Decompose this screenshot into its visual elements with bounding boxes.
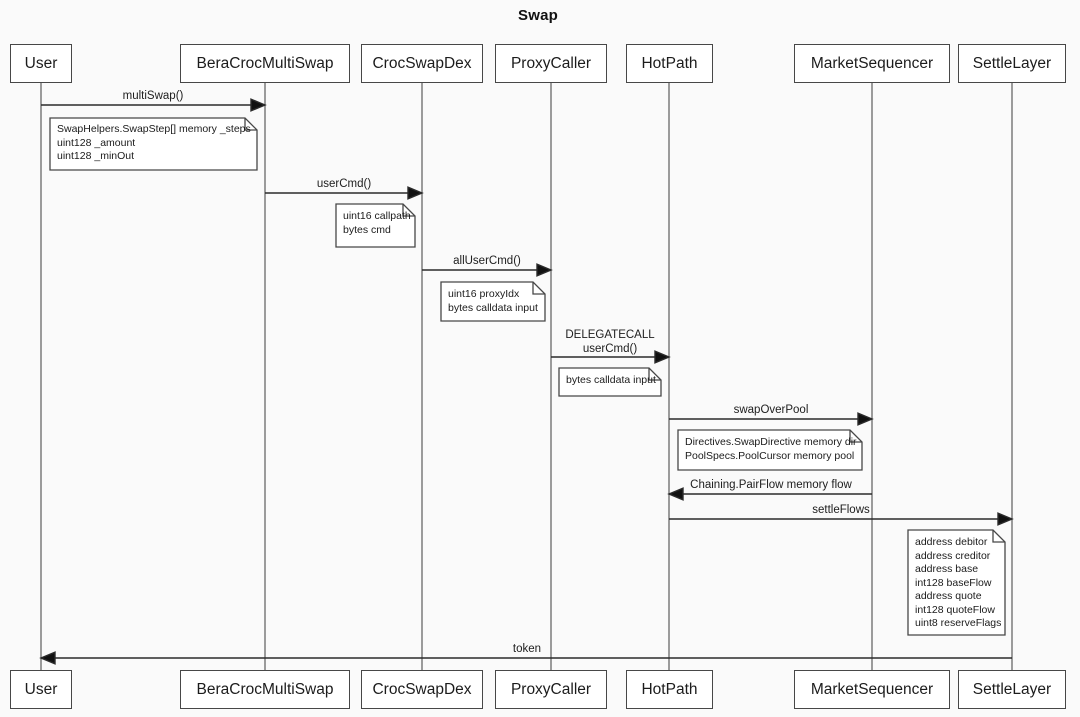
message-arrows xyxy=(39,98,1014,665)
participant-top-hotpath: HotPath xyxy=(626,44,713,83)
participant-label: ProxyCaller xyxy=(510,680,592,698)
arrowhead-delegatecall xyxy=(654,350,671,364)
participant-bottom-hotpath: HotPath xyxy=(626,670,713,709)
message-label-settleflows: settleFlows xyxy=(812,504,870,516)
participant-label: CrocSwapDex xyxy=(372,680,472,698)
participant-label: MarketSequencer xyxy=(810,680,934,698)
note-fold-delegatecall-params xyxy=(648,368,661,381)
participant-label: HotPath xyxy=(641,54,698,72)
note-shape-swapoverpool-params xyxy=(677,429,863,471)
participant-label: CrocSwapDex xyxy=(372,54,472,72)
participant-bottom-proxycaller: ProxyCaller xyxy=(495,670,607,709)
arrowhead-swapoverpool xyxy=(857,412,874,426)
note-swapoverpool-params: Directives.SwapDirective memory dir Pool… xyxy=(685,436,857,462)
participant-label: MarketSequencer xyxy=(810,54,934,72)
participant-label: SettleLayer xyxy=(972,680,1052,698)
message-label-token-return: token xyxy=(512,643,542,655)
participant-bottom-beracrocmultiswap: BeraCrocMultiSwap xyxy=(180,670,350,709)
note-allusercmd-params: uint16 proxyIdx bytes calldata input xyxy=(448,288,538,314)
participant-top-marketsequencer: MarketSequencer xyxy=(794,44,950,83)
participant-top-beracrocmultiswap: BeraCrocMultiSwap xyxy=(180,44,350,83)
note-shape-settleflows-params xyxy=(907,529,1006,636)
note-shape-usercmd-params xyxy=(335,203,416,248)
participant-bottom-marketsequencer: MarketSequencer xyxy=(794,670,950,709)
note-fold-settleflows-params xyxy=(992,530,1005,543)
message-label-allusercmd: allUserCmd() xyxy=(453,255,521,267)
participant-top-crocswapdex: CrocSwapDex xyxy=(361,44,483,83)
message-label-multiswap: multiSwap() xyxy=(122,90,184,102)
arrowhead-multiswap xyxy=(250,98,267,112)
participant-label: BeraCrocMultiSwap xyxy=(196,54,334,72)
message-label-pairflow-return: Chaining.PairFlow memory flow xyxy=(690,479,852,491)
note-multiswap-params: SwapHelpers.SwapStep[] memory _steps uin… xyxy=(57,123,251,162)
participant-top-settlelayer: SettleLayer xyxy=(958,44,1066,83)
note-fold-allusercmd-params xyxy=(532,282,545,295)
participant-label: User xyxy=(24,680,58,698)
arrowhead-token-return xyxy=(39,651,56,665)
note-delegatecall-params: bytes calldata input xyxy=(566,374,656,386)
arrowhead-usercmd xyxy=(407,186,424,200)
message-label-swapoverpool: swapOverPool xyxy=(733,404,809,416)
participant-bottom-settlelayer: SettleLayer xyxy=(958,670,1066,709)
participant-top-user: User xyxy=(10,44,72,83)
participant-label: ProxyCaller xyxy=(510,54,592,72)
arrowhead-settleflows xyxy=(997,512,1014,526)
participant-label: SettleLayer xyxy=(972,54,1052,72)
participant-label: User xyxy=(24,54,58,72)
arrowhead-pairflow-return xyxy=(667,487,684,501)
note-settleflows-params: address debitor address creditor address… xyxy=(915,536,1002,629)
participant-bottom-user: User xyxy=(10,670,72,709)
note-usercmd-params: uint16 callpath bytes cmd xyxy=(343,210,411,236)
note-shape-allusercmd-params xyxy=(440,281,546,322)
note-fold-multiswap-params xyxy=(244,118,257,131)
arrowhead-allusercmd xyxy=(536,263,553,277)
note-fold-usercmd-params xyxy=(402,204,415,217)
note-shape-multiswap-params xyxy=(49,117,258,171)
note-fold-swapoverpool-params xyxy=(849,430,862,443)
message-label-usercmd: userCmd() xyxy=(316,178,372,190)
note-shape-delegatecall-params xyxy=(558,367,662,397)
message-label-delegatecall: DELEGATECALL userCmd() xyxy=(565,329,655,355)
participant-bottom-crocswapdex: CrocSwapDex xyxy=(361,670,483,709)
diagram-title: Swap xyxy=(518,7,558,24)
participant-label: BeraCrocMultiSwap xyxy=(196,680,334,698)
participant-top-proxycaller: ProxyCaller xyxy=(495,44,607,83)
note-shapes xyxy=(49,117,1006,636)
lifelines xyxy=(40,83,1013,670)
participant-label: HotPath xyxy=(641,680,698,698)
